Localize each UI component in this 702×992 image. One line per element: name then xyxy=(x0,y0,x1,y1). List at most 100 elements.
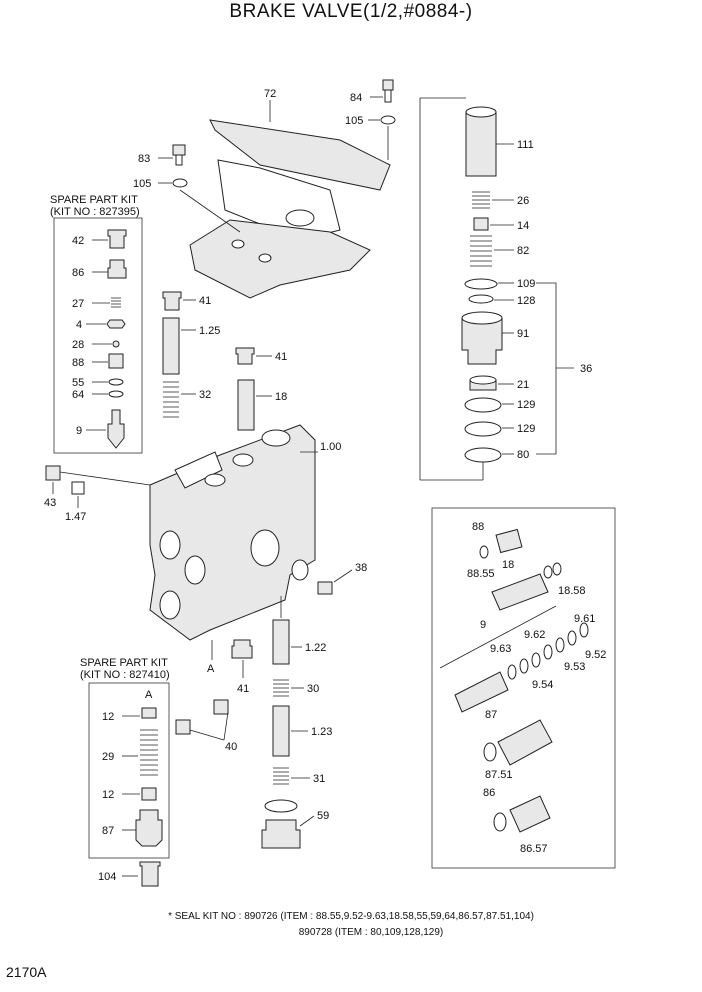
label-87: 87 xyxy=(102,825,114,837)
label-detail-9-53: 9.53 xyxy=(564,661,585,673)
kit-2-number: (KIT NO : 827410) xyxy=(80,669,170,681)
label-55: 55 xyxy=(72,377,84,389)
pedal-cover-assembly: 72 84 105 83 105 xyxy=(133,79,396,299)
detail-part-87-51 xyxy=(483,742,497,762)
part-28-ball xyxy=(112,340,120,348)
page-code: 2170A xyxy=(6,964,47,980)
label-28: 28 xyxy=(72,339,84,351)
label-12-a: 12 xyxy=(102,711,114,723)
part-1-25-spool xyxy=(162,317,180,375)
part-104-cap xyxy=(139,861,161,887)
label-31: 31 xyxy=(313,773,325,785)
part-82-spring xyxy=(470,235,492,267)
label-detail-88-55: 88.55 xyxy=(467,568,495,580)
part-1-23-spool xyxy=(272,705,290,757)
detail-box-frame xyxy=(431,507,616,869)
center-components: 41 1.25 32 41 18 1.00 43 xyxy=(44,291,367,849)
label-32: 32 xyxy=(199,389,211,401)
label-128: 128 xyxy=(517,295,535,307)
detail-part-86-57 xyxy=(493,812,507,832)
label-64: 64 xyxy=(72,389,84,401)
label-18: 18 xyxy=(275,391,287,403)
seal-kit-line-2: 890728 (ITEM : 80,109,128,129) xyxy=(298,927,444,938)
seal-kit-line-1: * SEAL KIT NO : 890726 (ITEM : 88.55,9.5… xyxy=(168,911,534,922)
part-41-plug-a xyxy=(162,291,182,311)
cover-port xyxy=(285,209,315,227)
part-42-plug xyxy=(107,229,127,249)
label-detail-18-58: 18.58 xyxy=(558,585,586,597)
detail-part-88-55 xyxy=(479,545,489,559)
label-1-23: 1.23 xyxy=(311,726,332,738)
part-1-47-orifice xyxy=(71,481,85,495)
label-111: 111 xyxy=(517,139,534,151)
part-40-plug-b xyxy=(213,699,229,715)
kit-1-number: (KIT NO : 827395) xyxy=(50,206,140,218)
part-41-plug-c xyxy=(231,639,253,659)
label-29: 29 xyxy=(102,751,114,763)
label-detail-87: 87 xyxy=(485,709,497,721)
label-82: 82 xyxy=(517,245,529,257)
kit-2-frame xyxy=(88,682,170,859)
label-1-22: 1.22 xyxy=(305,642,326,654)
label-129-a: 129 xyxy=(517,399,535,411)
label-27: 27 xyxy=(72,298,84,310)
part-83-bolt xyxy=(172,144,186,156)
label-1-00: 1.00 xyxy=(320,441,341,453)
label-129-b: 129 xyxy=(517,423,535,435)
part-111-sleeve xyxy=(465,111,497,177)
kit-1-frame xyxy=(53,217,143,454)
detail-part-87 xyxy=(497,719,553,766)
label-12-b: 12 xyxy=(102,789,114,801)
label-detail-9-63: 9.63 xyxy=(490,643,511,655)
part-9-spool xyxy=(107,409,125,449)
label-9: 9 xyxy=(76,425,82,437)
label-43: 43 xyxy=(44,497,56,509)
part-18-spool xyxy=(237,379,255,431)
part-26-spring xyxy=(472,191,490,209)
part-12-seat-b xyxy=(141,787,157,801)
label-91: 91 xyxy=(517,328,529,340)
label-21: 21 xyxy=(517,379,529,391)
label-detail-86: 86 xyxy=(483,787,495,799)
kit-1-title: SPARE PART KIT xyxy=(50,194,138,206)
part-80-o-ring xyxy=(464,447,502,463)
label-41-b: 41 xyxy=(275,351,287,363)
detail-part-86 xyxy=(509,795,551,833)
label-a-marker: A xyxy=(207,663,215,675)
label-detail-88: 88 xyxy=(472,521,484,533)
label-detail-9-62: 9.62 xyxy=(524,629,545,641)
label-detail-9: 9 xyxy=(480,619,486,631)
detail-part-18 xyxy=(491,573,549,611)
part-59-plug xyxy=(261,819,301,849)
part-105-washer-a xyxy=(380,115,396,125)
label-104: 104 xyxy=(98,871,116,883)
spare-part-kit-2: SPARE PART KIT (KIT NO : 827410) A 12 29… xyxy=(80,657,170,887)
label-109: 109 xyxy=(517,278,535,290)
label-36: 36 xyxy=(580,363,592,375)
label-detail-9-61: 9.61 xyxy=(574,613,595,625)
label-detail-9-52: 9.52 xyxy=(585,649,606,661)
part-4-seat xyxy=(106,319,126,329)
part-38-plug xyxy=(317,581,333,595)
part-30-spring xyxy=(273,679,289,697)
part-31-spring xyxy=(273,767,289,785)
label-80: 80 xyxy=(517,449,529,461)
detail-box: 88 88.55 18 18.58 9 9.61 9.62 9.63 9.52 … xyxy=(431,507,616,869)
cover-plate xyxy=(189,219,371,299)
label-1-47: 1.47 xyxy=(65,511,86,523)
bracket-36 xyxy=(536,282,574,455)
part-27-spring xyxy=(111,297,121,308)
label-detail-87-51: 87.51 xyxy=(485,769,513,781)
part-91-piston xyxy=(461,317,503,365)
part-129-o-ring-b xyxy=(464,421,502,437)
label-38: 38 xyxy=(355,562,367,574)
label-41-a: 41 xyxy=(199,295,211,307)
label-86: 86 xyxy=(72,267,84,279)
detail-part-88 xyxy=(495,528,523,554)
label-a-kit: A xyxy=(145,689,153,701)
part-29-spring xyxy=(140,729,158,776)
label-59: 59 xyxy=(317,810,329,822)
label-1-25: 1.25 xyxy=(199,325,220,337)
part-86-plug xyxy=(107,259,127,279)
page-title: BRAKE VALVE(1/2,#0884-) xyxy=(229,1,473,22)
